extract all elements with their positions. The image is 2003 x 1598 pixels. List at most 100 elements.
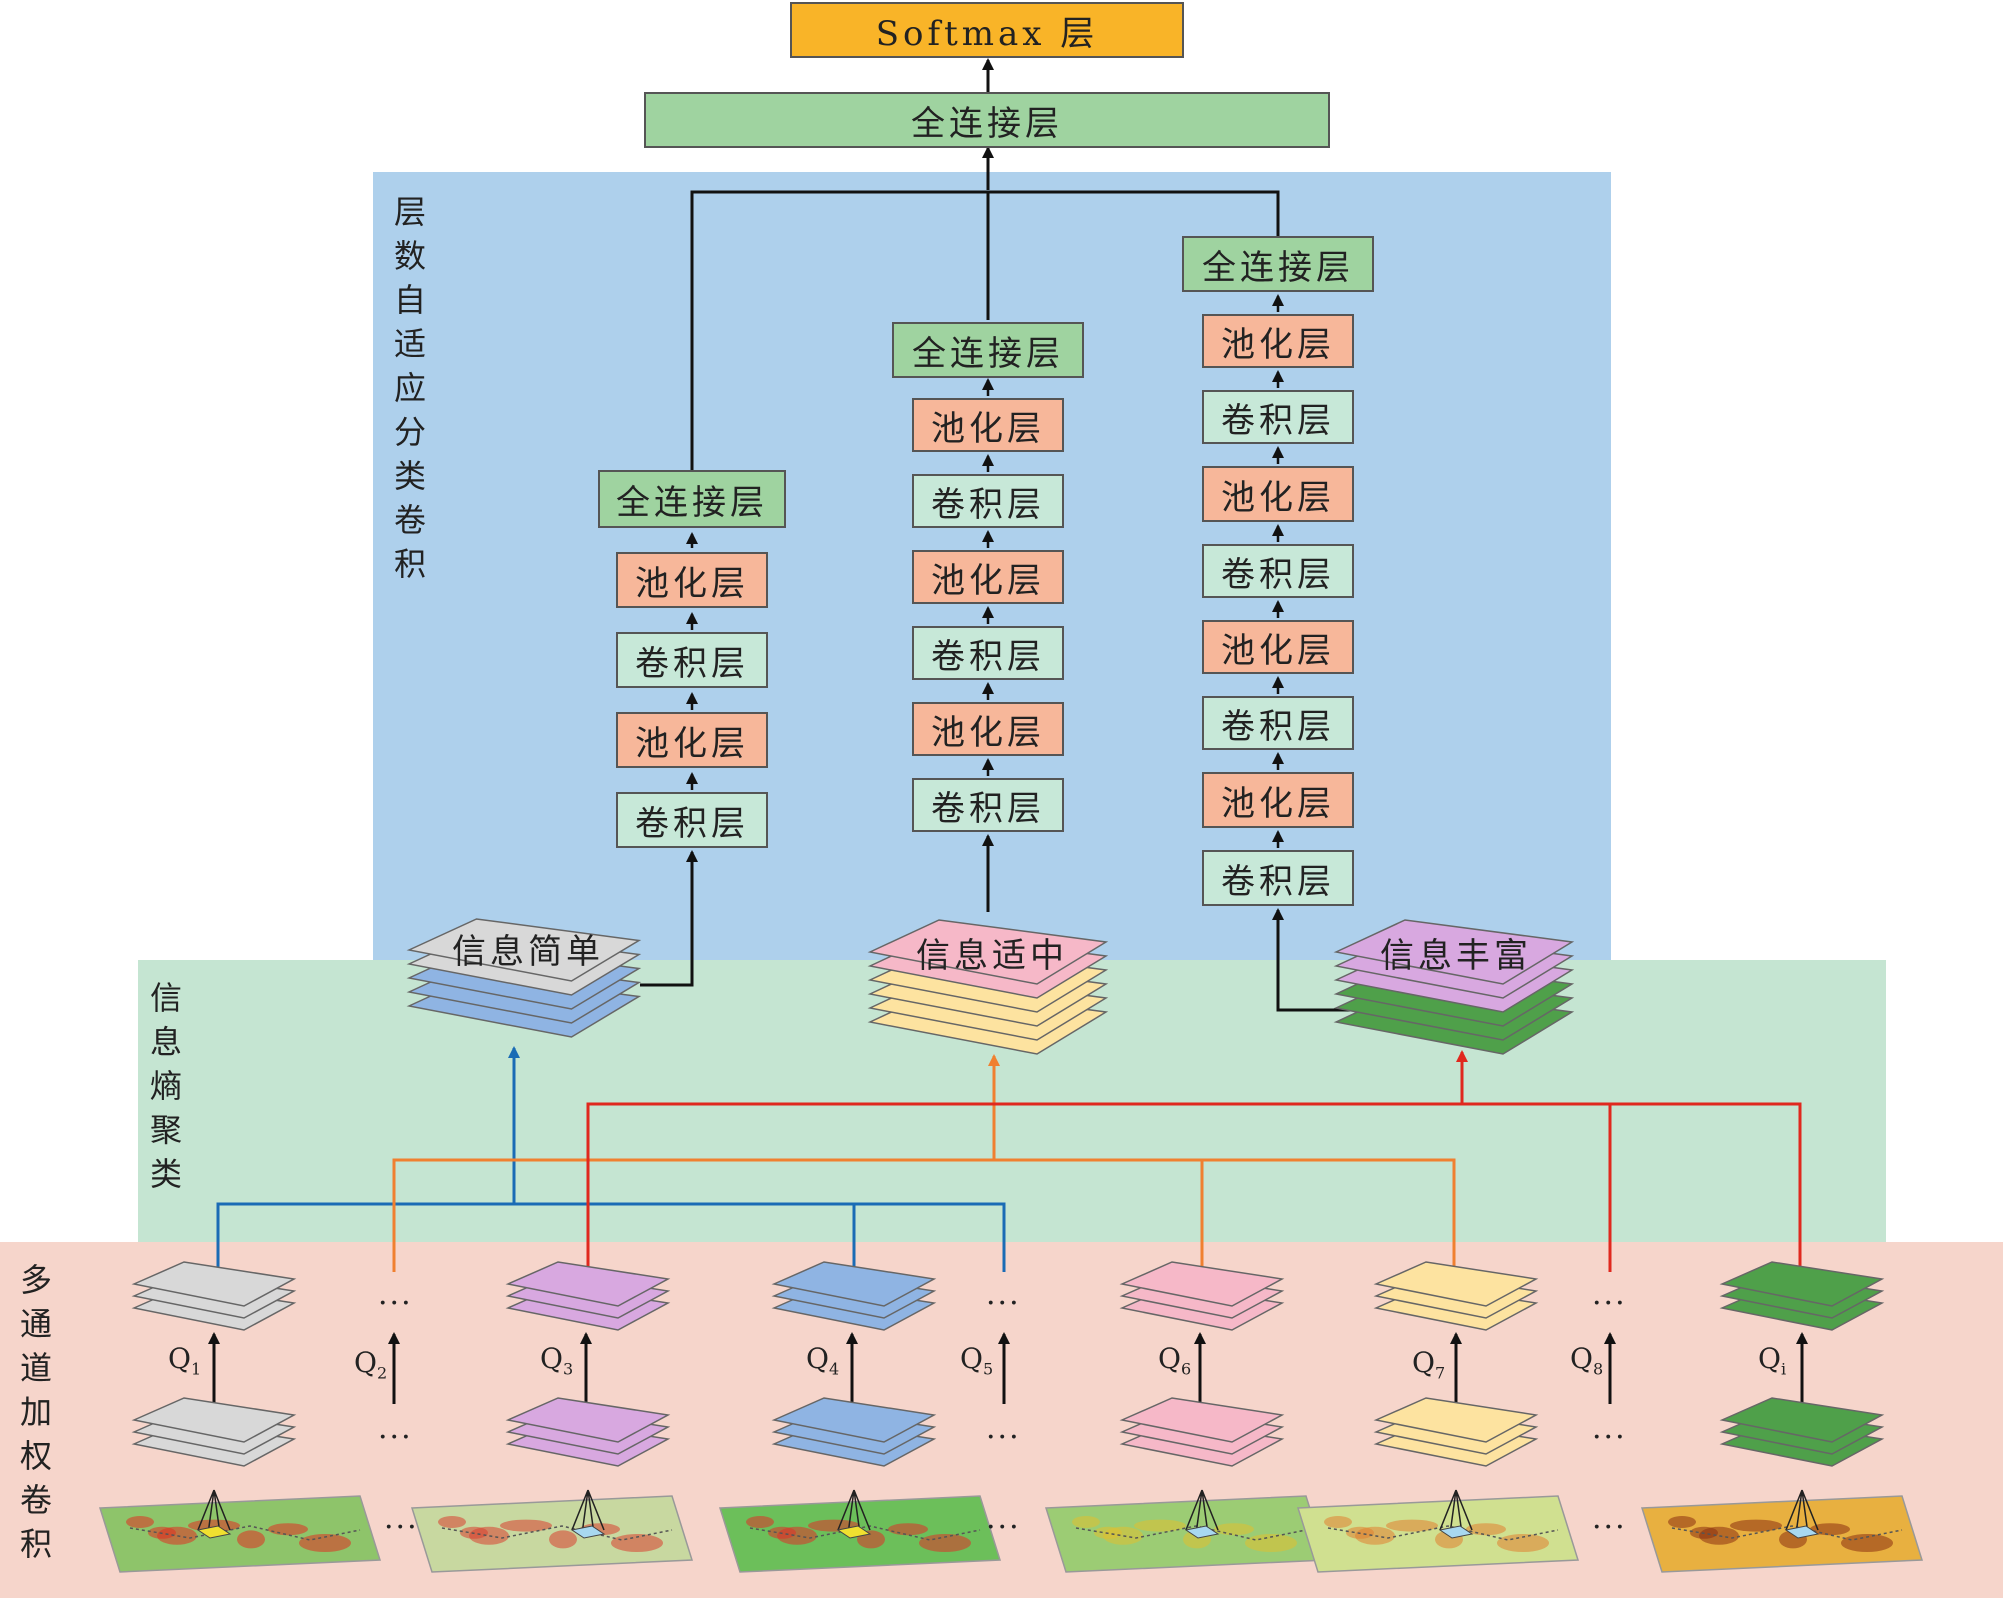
map-4-patch	[1134, 1519, 1186, 1532]
map-4-patch	[1245, 1534, 1297, 1552]
col3-conv-layer-1: 卷积层	[1202, 850, 1354, 906]
channel-stack-top-gray-sheet	[131, 1261, 297, 1307]
channel-stack-bottom-gray-sheet	[131, 1397, 297, 1443]
channel-stack-top-yellow-sheet	[1373, 1261, 1539, 1307]
col3-conv-layer-3: 卷积层	[1202, 544, 1354, 598]
channel-stack-top-blue-sheet	[771, 1261, 937, 1307]
channel-stack-bottom-blue-sheet	[771, 1397, 937, 1443]
channel-stack-bottom-pink	[1119, 1397, 1285, 1467]
ellipsis-top-1: ···	[378, 1286, 413, 1321]
map-4	[1044, 1489, 1328, 1573]
channel-stack-bottom-green	[1719, 1397, 1885, 1467]
col1-fc-layer: 全连接层	[598, 470, 786, 528]
col3-pool-layer-2: 池化层	[1202, 620, 1354, 674]
q-label-7: Q7	[1412, 1346, 1446, 1383]
ellipsis-bottom-2: ···	[986, 1420, 1021, 1455]
col3-pool-layer-1: 池化层	[1202, 772, 1354, 828]
map-6-kernel-window	[1784, 1525, 1820, 1539]
ellipsis-top-3: ···	[1592, 1286, 1627, 1321]
channel-stack-bottom-blue	[771, 1397, 937, 1467]
map-6-patch	[1730, 1519, 1782, 1532]
map-4-kernel-window	[1184, 1525, 1220, 1539]
map-6-patch	[1668, 1516, 1696, 1528]
map-1-patch	[299, 1534, 351, 1552]
map-2-kernel-window	[570, 1525, 606, 1539]
map-2-kernel	[571, 1489, 605, 1535]
cluster-medium-stack-sheet	[867, 919, 1109, 985]
map-5-boundary	[1327, 1525, 1559, 1541]
channel-stack-top-blue	[771, 1261, 937, 1331]
cluster-simple-stack-sheet	[406, 918, 642, 982]
col2-pool-layer-3: 池化层	[912, 398, 1064, 452]
map-5	[1296, 1489, 1580, 1573]
channel-stack-top-gray	[131, 1261, 297, 1331]
multichannel-region-label: 多通道加权卷积	[19, 1261, 52, 1563]
ellipsis-top-2: ···	[986, 1286, 1021, 1321]
map-4-patch	[1072, 1516, 1100, 1528]
map-2-boundary	[441, 1525, 673, 1541]
channel-stack-top-pink	[1119, 1261, 1285, 1331]
entropy-region-label: 信息熵聚类	[149, 979, 182, 1193]
channel-stack-top-green-sheet	[1719, 1261, 1885, 1307]
col3-conv-layer-2: 卷积层	[1202, 696, 1354, 750]
q-label-3: Q3	[540, 1342, 574, 1379]
map-3-boundary	[749, 1525, 981, 1541]
map-5-patch	[1497, 1534, 1549, 1552]
softmax-layer: Softmax 层	[790, 2, 1184, 58]
map-1-patch	[126, 1516, 154, 1528]
q-label-4: Q4	[806, 1342, 840, 1379]
ellipsis-map-2: ···	[986, 1510, 1021, 1545]
col1-conv-layer-1: 卷积层	[616, 792, 768, 848]
map-1-patch	[237, 1530, 265, 1549]
map-6-patch	[1841, 1534, 1893, 1552]
col2-conv-layer-3: 卷积层	[912, 474, 1064, 528]
cluster-medium-stack	[867, 919, 1109, 1055]
cluster-rich-stack-sheet	[1333, 919, 1575, 985]
map-3	[718, 1489, 1002, 1573]
map-5-patch	[1324, 1516, 1352, 1528]
map-3-kernel-window	[836, 1525, 872, 1539]
col1-conv-layer-2: 卷积层	[616, 632, 768, 688]
map-6	[1640, 1489, 1924, 1573]
cluster-medium-label: 信息适中	[916, 936, 1068, 976]
final-fc-layer: 全连接层	[644, 92, 1330, 148]
col3-pool-layer-3: 池化层	[1202, 466, 1354, 522]
ellipsis-map-1: ···	[384, 1510, 419, 1545]
map-2-patch	[438, 1516, 466, 1528]
channel-stack-bottom-yellow-sheet	[1373, 1397, 1539, 1443]
channel-stack-top-pink-sheet	[1119, 1261, 1285, 1307]
map-2-patch	[500, 1519, 552, 1532]
channel-stack-top-purple	[505, 1261, 671, 1331]
map-1-kernel-window	[196, 1525, 232, 1539]
q-label-1: Q1	[168, 1342, 202, 1379]
map-3-patch	[746, 1516, 774, 1528]
col2-pool-layer-2: 池化层	[912, 550, 1064, 604]
channel-stack-bottom-pink-sheet	[1119, 1397, 1285, 1443]
channel-stack-bottom-purple	[505, 1397, 671, 1467]
col1-pool-layer-2: 池化层	[616, 552, 768, 608]
col3-fc-layer: 全连接层	[1182, 236, 1374, 292]
adaptive-region-label: 层数自适应分类卷积	[393, 193, 426, 583]
map-2-patch	[549, 1530, 577, 1549]
q-label-i: Qi	[1758, 1342, 1787, 1379]
map-4-kernel	[1185, 1489, 1219, 1535]
channel-stack-top-green	[1719, 1261, 1885, 1331]
map-5-kernel-window	[1438, 1525, 1474, 1539]
map-1	[98, 1489, 382, 1573]
ellipsis-bottom-1: ···	[378, 1420, 413, 1455]
map-1-patch	[268, 1523, 308, 1536]
map-4-boundary	[1075, 1525, 1307, 1541]
channel-stack-top-yellow	[1373, 1261, 1539, 1331]
map-4-patch	[1214, 1523, 1254, 1536]
col3-conv-layer-4: 卷积层	[1202, 390, 1354, 444]
map-3-kernel	[837, 1489, 871, 1535]
col2-conv-layer-1: 卷积层	[912, 778, 1064, 832]
q-label-8: Q8	[1570, 1342, 1604, 1379]
map-3-patch	[888, 1523, 928, 1536]
channel-stack-bottom-green-sheet	[1719, 1397, 1885, 1443]
col1-pool-layer-1: 池化层	[616, 712, 768, 768]
cluster-simple-label: 信息简单	[452, 932, 604, 972]
map-1-kernel	[197, 1489, 231, 1535]
